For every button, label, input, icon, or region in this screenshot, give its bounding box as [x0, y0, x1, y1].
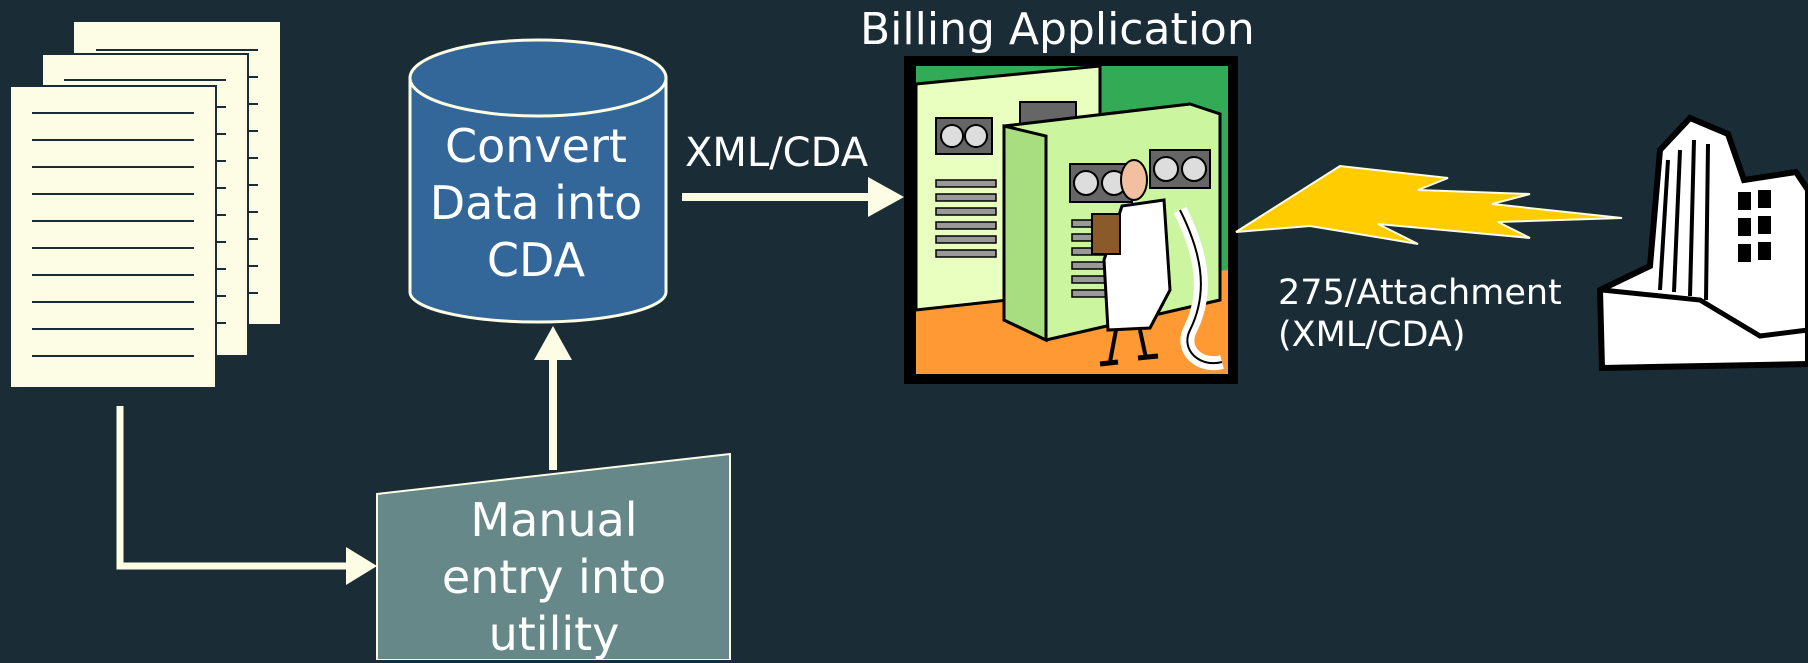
- attachment-label-line: 275/Attachment: [1278, 273, 1562, 313]
- attachment-label-line: (XML/CDA): [1278, 315, 1466, 355]
- arrow-db-to-billing: [682, 177, 904, 217]
- arrow-manual-to-db: [534, 326, 572, 470]
- manual-entry-label-line: utility: [488, 607, 620, 661]
- database-label-line: CDA: [486, 233, 586, 287]
- billing-computer-clipart-icon: [904, 56, 1238, 384]
- attachment-label: 275/Attachment (XML/CDA): [1278, 272, 1562, 356]
- database-label: Convert Data into CDA: [408, 118, 664, 289]
- manual-entry-label: Manual entry into utility: [378, 492, 730, 663]
- database-cylinder: [408, 38, 668, 324]
- diagram-title: Billing Application: [860, 4, 1255, 55]
- edge-label-xml-cda: XML/CDA: [685, 130, 869, 176]
- arrow-doc-to-manual: [116, 406, 377, 585]
- database-label-line: Data into: [429, 176, 643, 230]
- document-stack-icon: [9, 22, 280, 389]
- database-label-line: Convert: [445, 119, 627, 173]
- manual-entry-label-line: Manual: [470, 493, 638, 547]
- building-icon: [1596, 114, 1808, 372]
- manual-entry-label-line: entry into: [441, 550, 667, 604]
- manual-entry-shape: [376, 452, 731, 660]
- lightning-bolt-icon: [1235, 164, 1623, 245]
